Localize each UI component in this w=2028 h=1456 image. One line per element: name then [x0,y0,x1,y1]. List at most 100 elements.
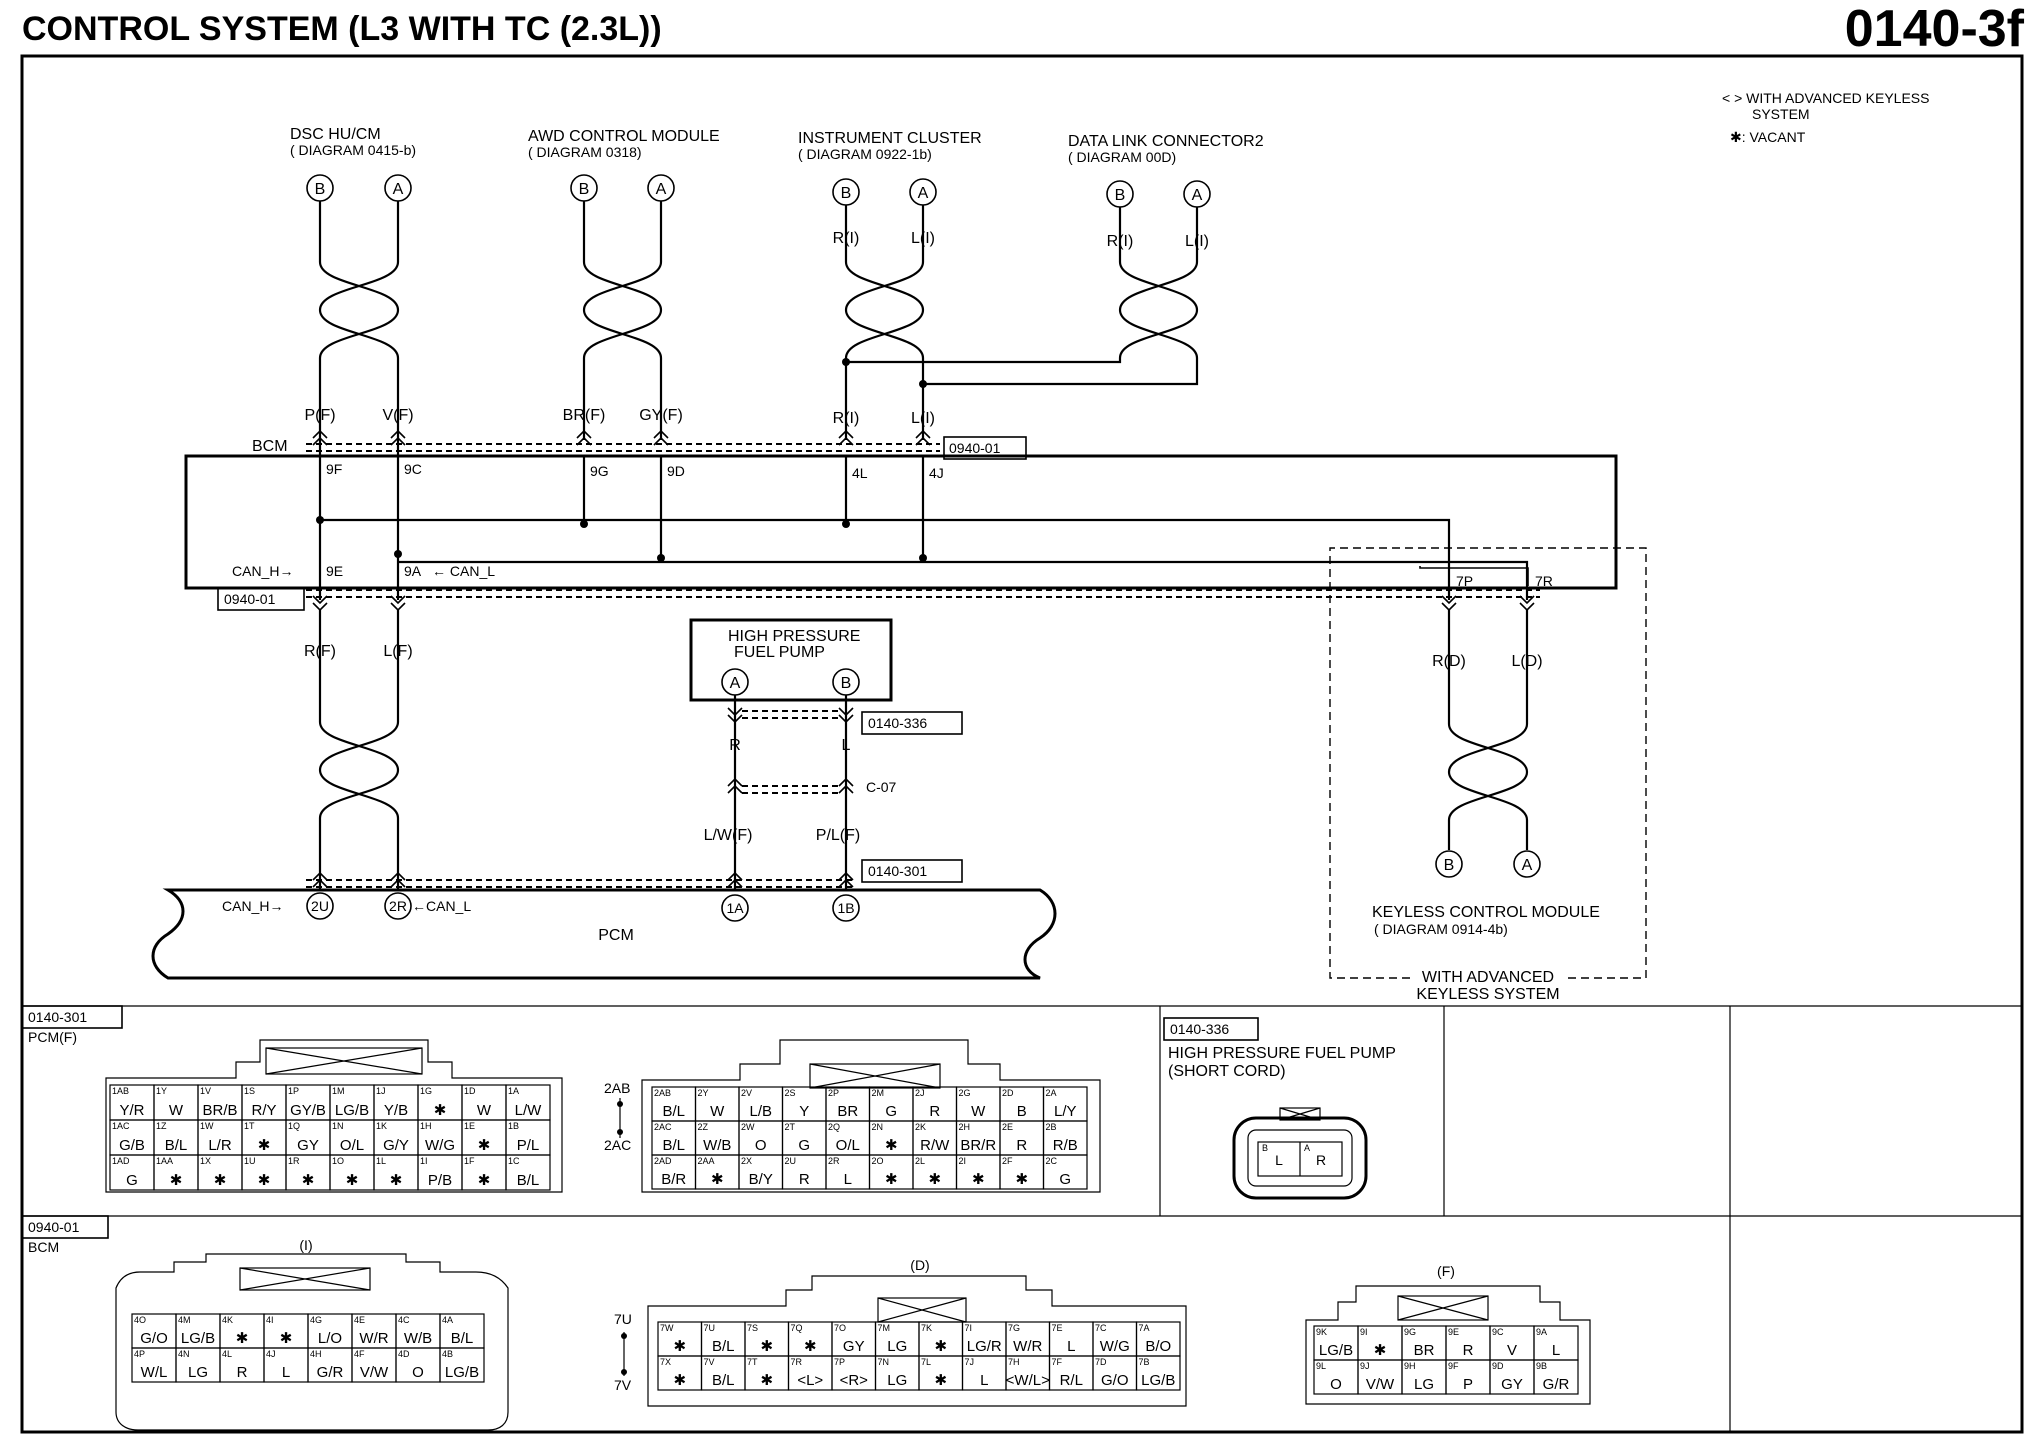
cavity-number: 2X [741,1156,752,1166]
wire-color-code: LG/B [1141,1372,1175,1389]
pcm-label: PCM [598,927,634,944]
wire-color-code: ✱ [280,1330,293,1347]
cavity-number: 7D [1095,1357,1107,1367]
hp-connector-code-box [1163,1017,1259,1041]
wire-color-code: W/G [1100,1338,1130,1355]
wire-color-code: G [1059,1171,1071,1188]
bcm-f-housing [1305,1285,1591,1405]
cavity-number: 7V [704,1357,715,1367]
cavity-number: 4K [222,1315,233,1325]
can-l-bcm: ← CAN_L [432,563,495,579]
cavity-number: 1C [508,1156,520,1166]
wire-color-code: G/Y [383,1137,409,1154]
wire-color-code: B/R [661,1171,686,1188]
cavity-number: 1D [464,1086,476,1096]
cavity-number: 4O [134,1315,146,1325]
wire-color-code: L [1552,1342,1560,1359]
wire-color-code: P [1463,1376,1473,1393]
wire-color-code: G/O [140,1330,168,1347]
svg-text:A: A [918,185,929,202]
cavity-number: 1N [332,1121,344,1131]
cavity-number: 2E [1002,1122,1013,1132]
wire-color-code: B [1017,1103,1027,1120]
pcm-connector-marks [306,871,854,888]
cavity-number: 2C [1046,1156,1058,1166]
bcm-lower-connector-marks [306,589,1540,612]
svg-text:1A: 1A [726,900,744,916]
wire-color-code: ✱ [760,1338,773,1355]
wire-color-code: GY [843,1338,865,1355]
connector-c07: C-07 [866,779,897,795]
cavity-number: 2A [1046,1088,1057,1098]
cavity-number: 1AA [156,1156,173,1166]
wire-color-code: R [1016,1137,1027,1154]
cavity-number: 2Q [828,1122,840,1132]
cavity-number: 2S [785,1088,796,1098]
bcm-connector-label: BCM [28,1239,59,1255]
hp-fuel-pump-label-2: FUEL PUMP [734,644,825,661]
wire-color-code: ✱ [972,1171,985,1188]
cavity-number: 1Q [288,1121,300,1131]
cavity-number: 1T [244,1121,255,1131]
wire-color-code: ✱ [804,1338,817,1355]
bcm-section-f-label: (F) [1437,1263,1455,1279]
hp-connector-label-1: HIGH PRESSURE FUEL PUMP [1168,1045,1396,1062]
cavity-number: 2I [959,1156,967,1166]
bcm-connector-code-box [21,1215,109,1239]
svg-text:A: A [1192,187,1203,204]
wire-color-code: W/B [404,1330,432,1347]
cavity-number: 1F [464,1156,475,1166]
wire-color-code: G/O [1101,1372,1129,1389]
wire-color-code: W [971,1103,986,1120]
wire-color-code: L/Y [1054,1103,1077,1120]
cavity-number: 2V [741,1088,752,1098]
bcm-connector-i: 4OG/O4MLG/B4K✱4I✱4GL/O4EW/R4CW/B4AB/L4PW… [131,1313,485,1383]
pcm-body [151,888,1057,980]
wire-color-code: W/G [425,1137,455,1154]
bcm-box [184,454,1618,590]
cavity-number: 4E [354,1315,365,1325]
row-label-2ac: 2AC [604,1137,631,1153]
wire-color-code: W/R [1013,1338,1042,1355]
upper-wire-labels: R(I) L(I) R(I) L(I) P(F) V(F) BR(F) GY(F… [304,230,1209,427]
wire-color-code: L [282,1364,290,1381]
cavity-number: 2O [872,1156,884,1166]
wire-color-code: R/L [1060,1372,1083,1389]
svg-text:R(I): R(I) [833,410,860,427]
cavity-number: 4A [442,1315,453,1325]
wire-color-code: W [477,1102,492,1119]
svg-text:L(I): L(I) [1185,233,1209,250]
wire-color-code: Y [799,1103,809,1120]
cavity-number: 9I [1360,1327,1368,1337]
wire-color-code: ✱ [170,1172,183,1189]
wire-color-code: B/L [662,1137,685,1154]
wire-color-code: O [412,1364,424,1381]
hp-connector-code: 0140-336 [1170,1021,1229,1037]
wire-color-code: B/O [1145,1338,1171,1355]
pcm-pins: 2U 2R 1A 1B [306,892,860,922]
wire-color-code: O [755,1137,767,1154]
wire-color-code: <L> [797,1372,823,1389]
ref-0140-301 [861,859,963,883]
cavity-number: 1I [420,1156,428,1166]
cavity-number: 7R [791,1357,803,1367]
svg-text:L(I): L(I) [911,230,935,247]
wire-color-code: LG/B [181,1330,215,1347]
cavity-number: 4B [442,1349,453,1359]
cavity-number: 2B [1046,1122,1057,1132]
cavity-number: 4P [134,1349,145,1359]
wire-color-code: R [237,1364,248,1381]
cavity-number: 1AC [112,1121,130,1131]
svg-text:B: B [1444,857,1455,874]
cavity-number: 2U [785,1156,797,1166]
wire-color-code: ✱ [673,1372,686,1389]
wire-color-code: GY [297,1137,319,1154]
cavity-number: 9B [1536,1361,1547,1371]
wire-color-code: R/W [920,1137,950,1154]
cavity-number: 1L [376,1156,386,1166]
wire-l: L [842,737,851,754]
keyless-module-name: KEYLESS CONTROL MODULE [1372,904,1600,921]
cavity-number: 1H [420,1121,432,1131]
cavity-number: 7B [1139,1357,1150,1367]
bcm-terminal-labels: 9F 9C 9G 9D 4L 4J 9E 9A 7P 7R [326,461,1553,589]
